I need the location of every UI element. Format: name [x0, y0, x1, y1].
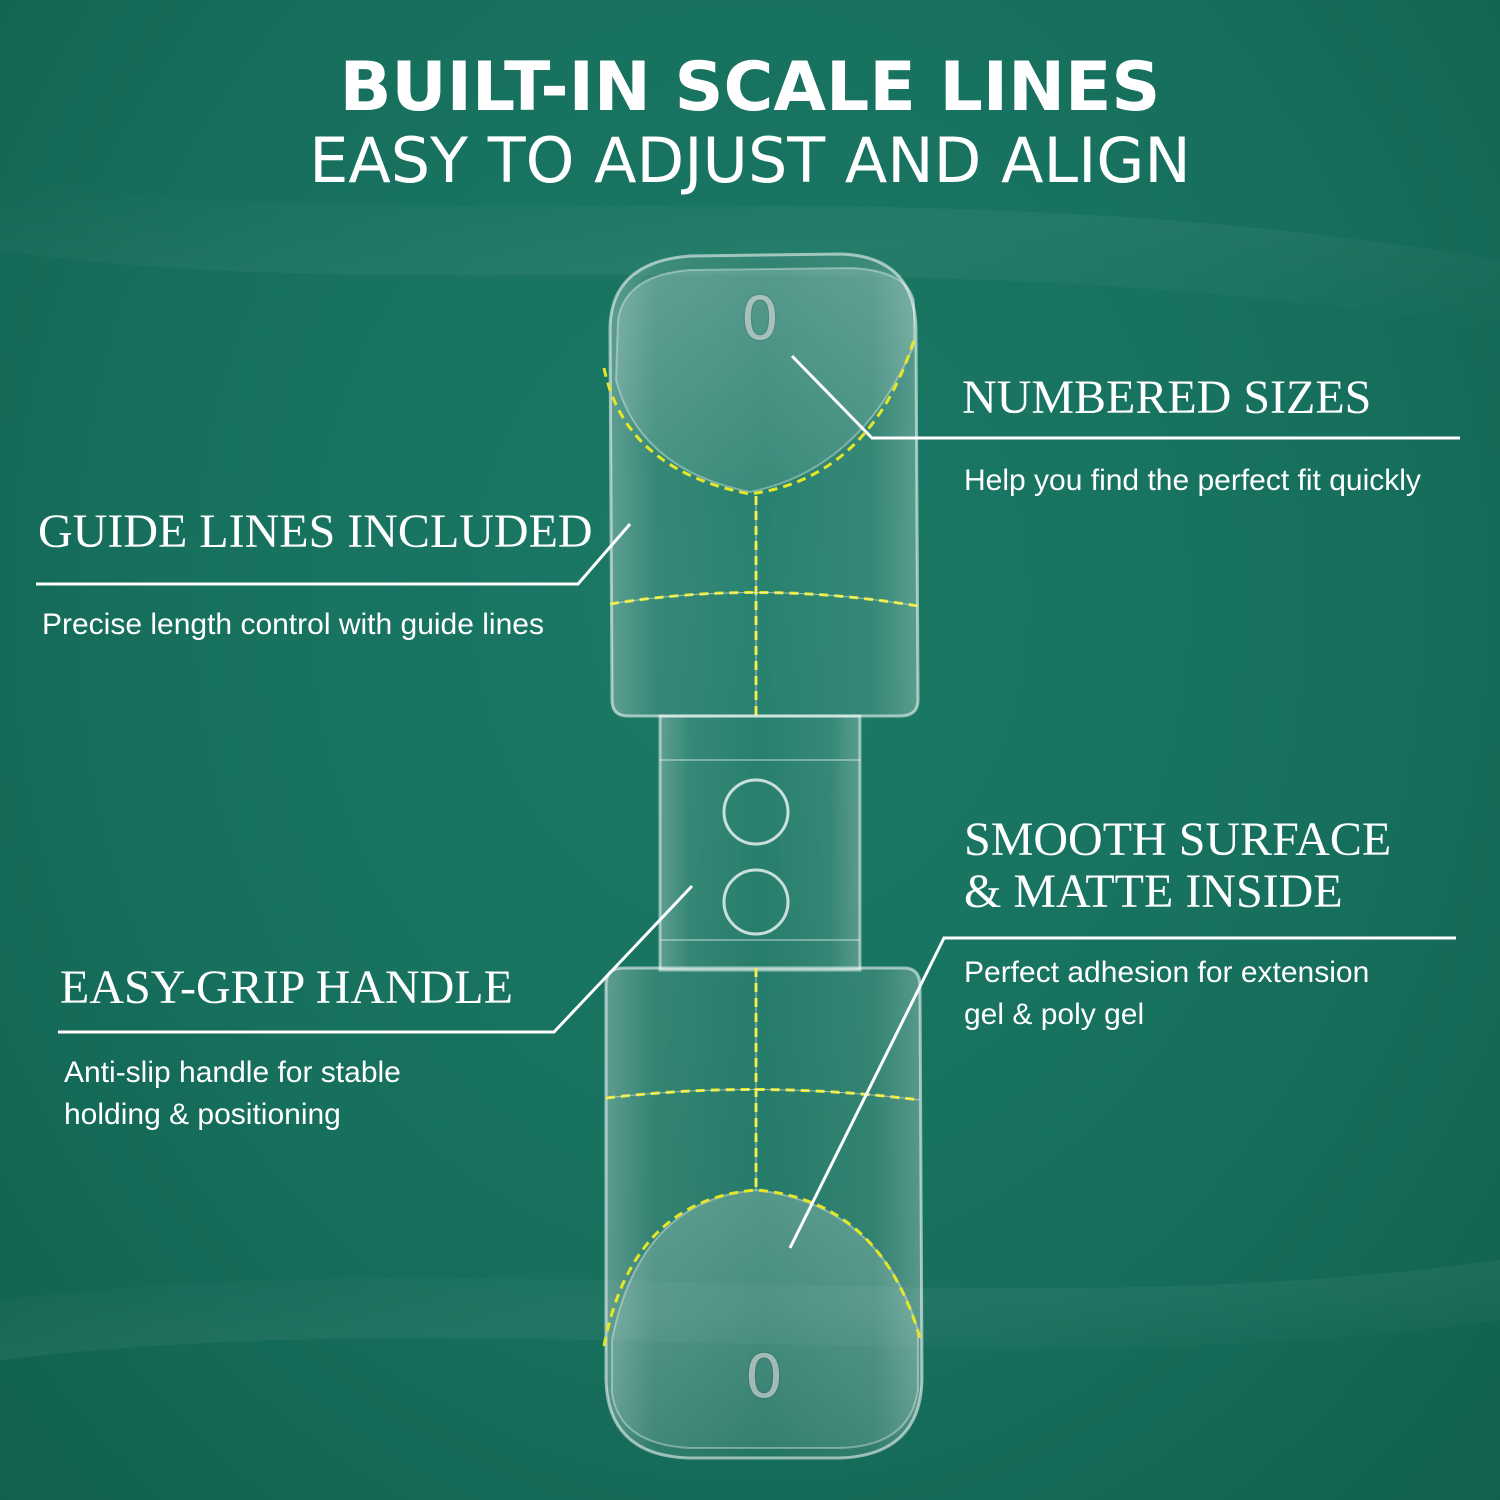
easy-grip-description-line1: Anti-slip handle for stable [64, 1056, 401, 1089]
guide-lines-description: Precise length control with guide lines [42, 608, 544, 641]
bottom-nail-tip [602, 966, 924, 1460]
grip-handle [658, 714, 862, 972]
easy-grip-description-line2: holding & positioning [64, 1098, 341, 1131]
grip-dot-icon [722, 868, 790, 936]
top-nail-tip [602, 252, 920, 718]
grip-dot-icon [722, 778, 790, 846]
easy-grip-heading: EASY-GRIP HANDLE [60, 961, 513, 1014]
easy-grip-leader [58, 884, 694, 1034]
page-subtitle: EASY TO ADJUST AND ALIGN [309, 124, 1191, 197]
smooth-surface-heading-line2: & MATTE INSIDE [964, 865, 1343, 918]
numbered-sizes-leader [790, 354, 1460, 440]
guide-lines-heading: GUIDE LINES INCLUDED [38, 505, 593, 558]
smooth-surface-description-line2: gel & poly gel [964, 998, 1145, 1031]
numbered-sizes-heading: NUMBERED SIZES [962, 371, 1372, 424]
bottom-size-number: 0 [744, 1342, 784, 1412]
smooth-surface-description-line1: Perfect adhesion for extension [964, 956, 1370, 989]
guide-lines-leader [36, 523, 632, 586]
smooth-surface-leader [788, 936, 1456, 1249]
smooth-surface-heading-line1: SMOOTH SURFACE [964, 813, 1392, 866]
numbered-sizes-description: Help you find the perfect fit quickly [964, 464, 1421, 497]
top-size-number: 0 [740, 284, 780, 354]
page-title: BUILT-IN SCALE LINES [339, 48, 1161, 127]
